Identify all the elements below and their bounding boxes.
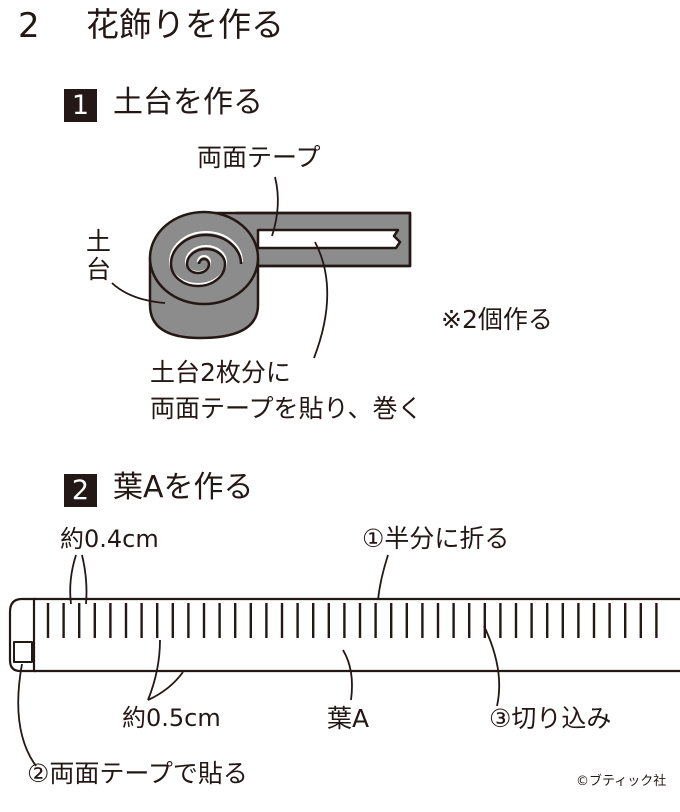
cuts-label: ③切り込み [489, 704, 612, 733]
approx-04-callout-left [69, 554, 77, 605]
tape-callout-line [271, 176, 279, 237]
approx-04-callout-right [81, 554, 88, 605]
heading-number: 2 [18, 6, 40, 46]
double-tape-square [13, 641, 33, 663]
step1-title: 土台を作る [113, 85, 263, 120]
tape-stick-callout [17, 663, 37, 767]
instruction-line-1: 土台2枚分に [150, 358, 291, 387]
make-two-note: ※2個作る [441, 305, 553, 334]
approx-04cm-label: 約0.4cm [60, 525, 159, 553]
leaf-a-label: 葉A [327, 704, 370, 733]
base-label-char-2: 台 [86, 255, 112, 284]
leaf-a-callout [342, 649, 353, 701]
tape-stick-label: ②両面テープで貼る [27, 759, 248, 788]
instruction-callout-line [313, 241, 329, 359]
double-tape-label: 両面テープ [197, 143, 321, 172]
approx-05-callout-right [147, 671, 184, 701]
leaf-strip [8, 597, 680, 673]
step2-title: 葉Aを作る [113, 470, 254, 505]
rolled-base-illustration [148, 210, 412, 340]
base-label-char-1: 土 [86, 227, 112, 256]
base-label: 土 台 [86, 228, 111, 284]
instruction-line-2: 両面テープを貼り、巻く [150, 394, 423, 423]
approx-05-callout-left [147, 639, 161, 701]
step1-number-badge: 1 [64, 89, 97, 122]
fold-half-label: ①半分に折る [362, 524, 510, 553]
double-tape-strip [256, 228, 402, 250]
copyright-credit: ©ブティック社 [576, 774, 667, 789]
cut-lines [46, 603, 658, 638]
fold-half-callout [377, 554, 389, 601]
base-callout-line [111, 282, 166, 304]
leaf-strip-body [34, 599, 680, 671]
step2-callout-lines [17, 554, 501, 767]
step2-number-badge: 2 [64, 474, 97, 507]
page-title: 花飾りを作る [86, 5, 284, 44]
step1-callout-lines [111, 176, 329, 359]
cuts-callout [483, 625, 501, 707]
approx-05cm-label: 約0.5cm [122, 704, 221, 732]
